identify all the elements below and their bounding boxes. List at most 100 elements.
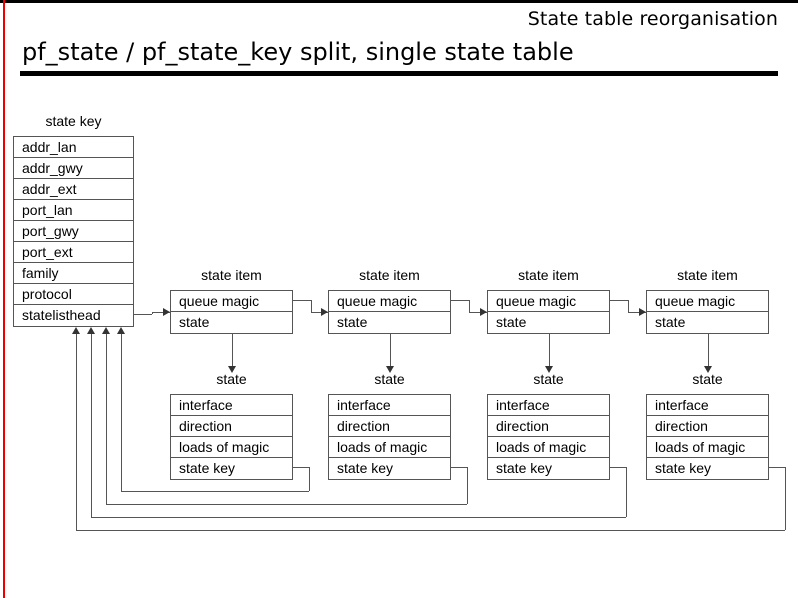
- queue-link-drop-segment: [628, 300, 629, 312]
- state-key-return-out-segment: [769, 467, 785, 468]
- item-to-state-arrowhead: [228, 366, 236, 373]
- state-key-return-rise-segment: [91, 332, 92, 517]
- state-key-return-rise-segment: [106, 332, 107, 504]
- state-field-row: interface: [329, 395, 450, 416]
- state-field-row: interface: [488, 395, 609, 416]
- state-key-return-arrowhead: [102, 327, 110, 334]
- state-key-return-rise-segment: [121, 332, 122, 491]
- state-field-row: state key: [337, 460, 394, 476]
- item-to-state-arrowhead: [545, 366, 553, 373]
- state-label: state: [374, 371, 405, 387]
- state-item-table: queue magic state: [646, 290, 769, 334]
- state-key-return-out-segment: [451, 467, 467, 468]
- state-key-return-drop-segment: [626, 467, 627, 517]
- state-key-field-row: family: [14, 263, 133, 284]
- queue-link-in-segment: [628, 312, 646, 313]
- state-label: state: [533, 371, 564, 387]
- state-key-return-out-segment: [293, 467, 309, 468]
- state-key-field-row: port_lan: [14, 200, 133, 221]
- item-to-state-segment: [549, 333, 550, 366]
- statelisthead-in-segment: [152, 312, 170, 313]
- state-item-field-row: state: [337, 314, 368, 330]
- page-title: pf_state / pf_state_key split, single st…: [22, 38, 574, 66]
- state-field-row: loads of magic: [329, 437, 450, 458]
- state-item-table: queue magic state: [487, 290, 610, 334]
- state-key-field-row: port_ext: [14, 242, 133, 263]
- state-field-row: direction: [488, 416, 609, 437]
- item-to-state-arrowhead: [386, 366, 394, 373]
- state-field-row: loads of magic: [488, 437, 609, 458]
- state-field-row: state key: [655, 460, 712, 476]
- state-item-field-row: queue magic: [171, 291, 292, 312]
- state-item-field-row: queue magic: [647, 291, 768, 312]
- state-field-row: loads of magic: [647, 437, 768, 458]
- left-accent-rule: [3, 0, 5, 598]
- queue-link-out-segment: [610, 300, 628, 301]
- state-key-return-arrowhead: [87, 327, 95, 334]
- statelisthead-out-segment: [134, 314, 152, 315]
- state-item-label: state item: [201, 267, 262, 283]
- deck-title: State table reorganisation: [527, 8, 778, 30]
- state-field-row: interface: [171, 395, 292, 416]
- item-to-state-segment: [232, 333, 233, 366]
- state-item-label: state item: [518, 267, 579, 283]
- state-key-return-rise-segment: [76, 332, 77, 530]
- state-key-return-arrowhead: [117, 327, 125, 334]
- state-key-field-row: port_gwy: [14, 221, 133, 242]
- state-key-field-row: statelisthead: [22, 307, 101, 323]
- state-item-label: state item: [359, 267, 420, 283]
- state-label: state: [216, 371, 247, 387]
- item-to-state-segment: [708, 333, 709, 366]
- state-field-row: interface: [647, 395, 768, 416]
- item-to-state-segment: [390, 333, 391, 366]
- state-field-row: loads of magic: [171, 437, 292, 458]
- state-key-return-base-segment: [106, 504, 467, 505]
- state-key-return-drop-segment: [785, 467, 786, 530]
- state-key-return-out-segment: [610, 467, 626, 468]
- state-item-field-row: state: [179, 314, 210, 330]
- state-key-label: state key: [45, 113, 102, 129]
- state-item-table: queue magic state: [170, 290, 293, 334]
- state-key-field-row: addr_ext: [14, 179, 133, 200]
- state-key-return-arrowhead: [72, 327, 80, 334]
- state-field-row: direction: [647, 416, 768, 437]
- queue-link-arrowhead: [480, 308, 487, 316]
- queue-link-in-segment: [311, 312, 328, 313]
- queue-link-arrowhead: [321, 308, 328, 316]
- state-field-row: direction: [171, 416, 292, 437]
- queue-link-out-segment: [451, 300, 469, 301]
- state-item-field-row: state: [655, 314, 686, 330]
- state-item-table: queue magic state: [328, 290, 451, 334]
- state-label: state: [692, 371, 723, 387]
- state-key-return-drop-segment: [309, 467, 310, 491]
- item-to-state-arrowhead: [704, 366, 712, 373]
- state-key-return-base-segment: [76, 530, 785, 531]
- state-item-field-row: queue magic: [488, 291, 609, 312]
- statelisthead-drop-segment: [152, 312, 153, 314]
- queue-link-in-segment: [469, 312, 487, 313]
- queue-link-arrowhead: [639, 308, 646, 316]
- state-key-return-drop-segment: [467, 467, 468, 504]
- state-field-row: state key: [496, 460, 553, 476]
- queue-link-drop-segment: [311, 300, 312, 312]
- state-item-field-row: state: [496, 314, 527, 330]
- statelisthead-arrowhead: [163, 308, 170, 316]
- state-key-field-row: addr_lan: [14, 137, 133, 158]
- state-item-label: state item: [677, 267, 738, 283]
- state-key-field-row: addr_gwy: [14, 158, 133, 179]
- state-field-row: direction: [329, 416, 450, 437]
- queue-link-out-segment: [293, 300, 311, 301]
- state-key-field-row: protocol: [14, 284, 133, 305]
- state-key-return-base-segment: [91, 517, 626, 518]
- title-underline-rule: [20, 71, 778, 76]
- state-field-row: state key: [179, 460, 236, 476]
- top-border-rule: [0, 0, 798, 3]
- queue-link-drop-segment: [469, 300, 470, 312]
- state-key-return-base-segment: [121, 491, 309, 492]
- state-item-field-row: queue magic: [329, 291, 450, 312]
